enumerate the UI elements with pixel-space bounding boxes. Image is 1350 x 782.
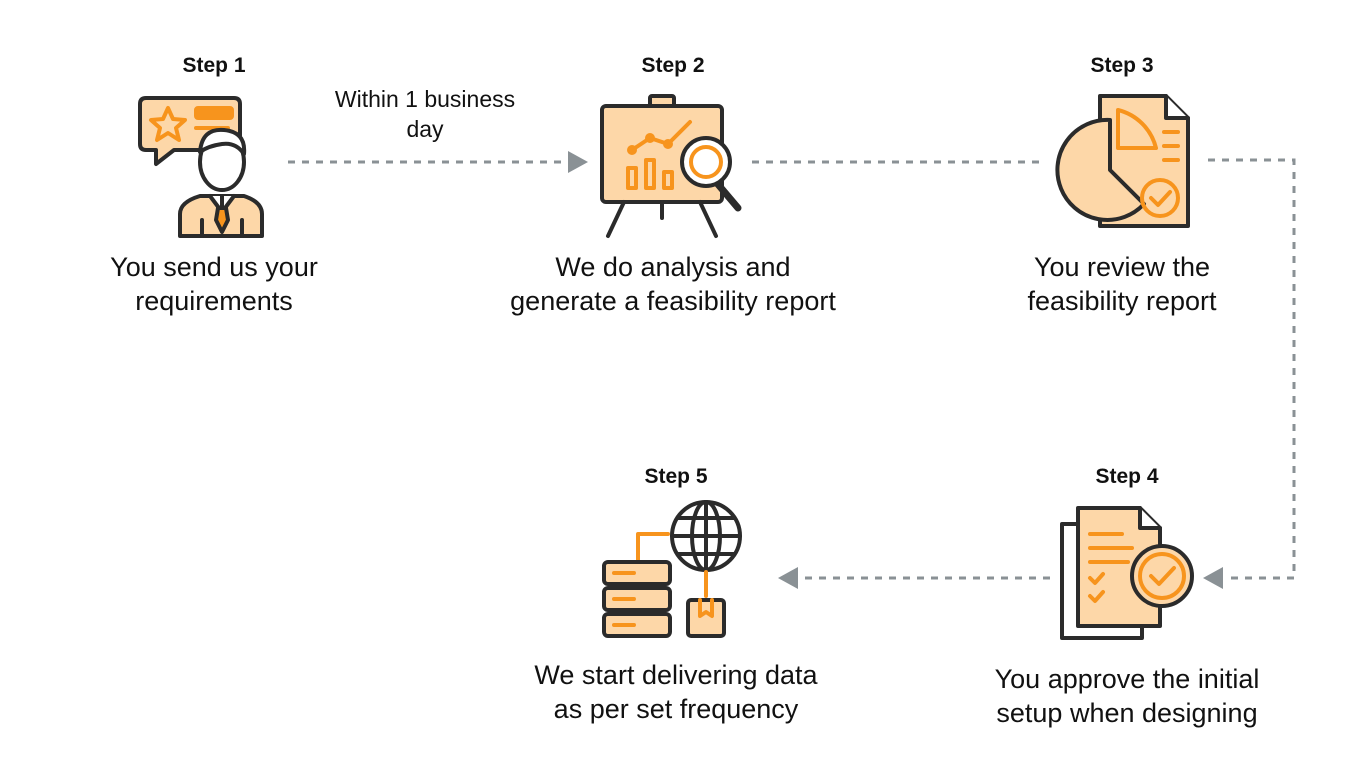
step-4-caption-line1: You approve the initial — [994, 664, 1260, 694]
step-2-label: Step 2 — [641, 54, 705, 77]
step-5-label: Step 5 — [644, 465, 708, 488]
step-1-caption-line2: requirements — [135, 286, 293, 316]
step-2-caption-line1: We do analysis and — [555, 252, 791, 282]
step-4-caption-line2: setup when designing — [996, 698, 1258, 728]
step-2-caption: We do analysis and generate a feasibilit… — [463, 250, 883, 318]
connector-note-line1: Within 1 business — [334, 86, 516, 112]
step-5-caption: We start delivering data as per set freq… — [466, 658, 886, 726]
step-5-caption-line1: We start delivering data — [534, 660, 818, 690]
step-5-caption-line2: as per set frequency — [553, 694, 799, 724]
arrowhead-step4 — [1203, 567, 1223, 589]
customer-requirements-icon — [138, 96, 264, 238]
step-1-label: Step 1 — [182, 54, 246, 77]
analysis-board-icon — [600, 94, 742, 238]
step-3-caption: You review the feasibility report — [912, 250, 1332, 318]
step-3-label: Step 3 — [1090, 54, 1154, 77]
report-review-icon — [1055, 94, 1190, 228]
step-1-caption: You send us your requirements — [4, 250, 424, 318]
arrowhead-step5 — [778, 567, 798, 589]
step-2-caption-line2: generate a feasibility report — [510, 286, 836, 316]
step-3-caption-line2: feasibility report — [1027, 286, 1217, 316]
step-4-caption: You approve the initial setup when desig… — [917, 662, 1337, 730]
step-1-caption-line1: You send us your — [110, 252, 318, 282]
arrowhead-step2 — [568, 151, 588, 173]
connector-note: Within 1 business day — [295, 84, 555, 144]
approval-document-icon — [1060, 506, 1194, 640]
step-3-caption-line1: You review the — [1033, 252, 1211, 282]
step-4-label: Step 4 — [1095, 465, 1159, 488]
connector-note-line2: day — [406, 116, 444, 142]
connector-step3-step4 — [1208, 158, 1296, 580]
data-delivery-icon — [602, 500, 742, 638]
